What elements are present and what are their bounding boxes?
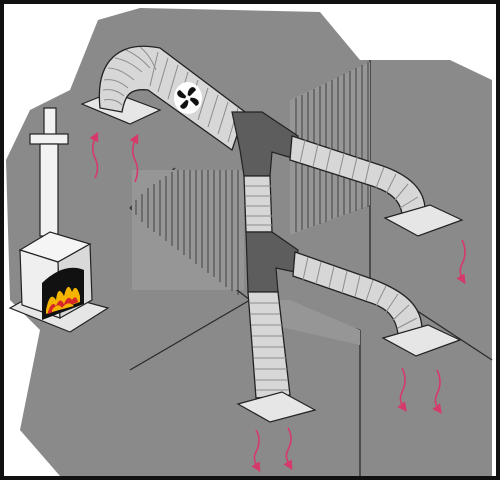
outlet-plate-upper-right — [383, 204, 464, 237]
wood-burning-stove — [8, 231, 110, 333]
bottom-duct — [247, 291, 291, 399]
vertical-duct — [243, 175, 273, 233]
fan-housing — [174, 82, 202, 114]
junction-upper — [231, 111, 299, 177]
fan-icon — [177, 87, 199, 109]
outlet-plate-lower-right — [381, 324, 462, 357]
flue-pipe — [29, 107, 69, 237]
wavy-arrow-icon — [89, 131, 466, 473]
rafter-wall-left — [132, 170, 244, 295]
main-duct — [98, 45, 246, 152]
outlet-plate-bottom — [236, 391, 317, 423]
fire-flame-icon — [46, 286, 80, 314]
